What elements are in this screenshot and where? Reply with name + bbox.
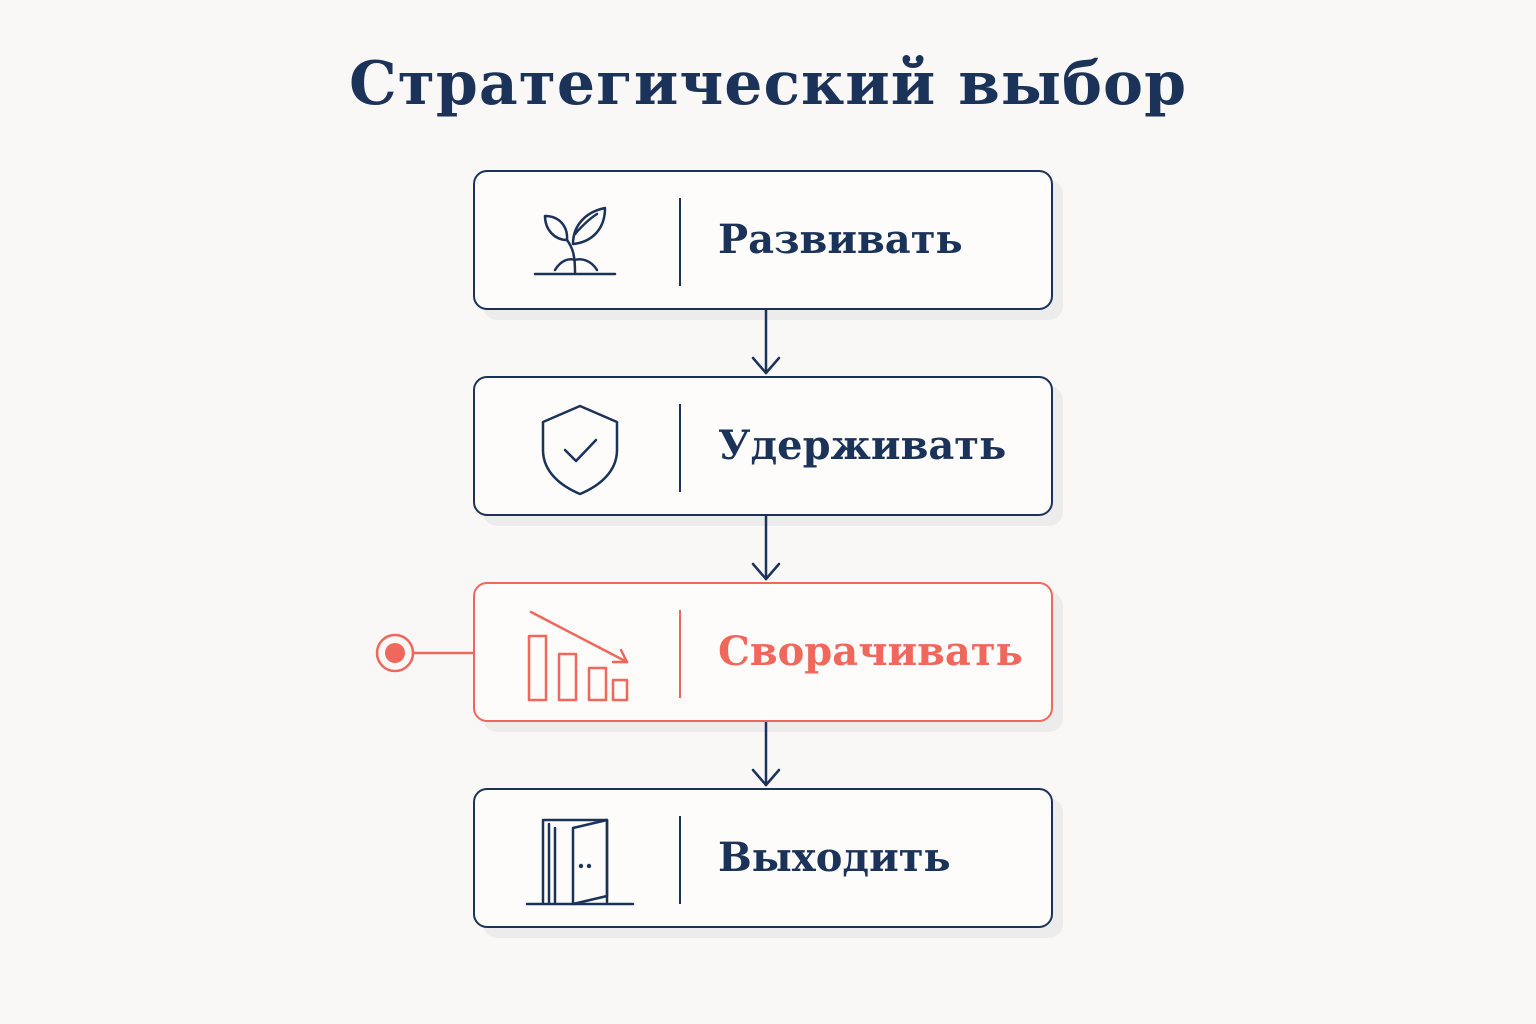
step-card-hold[interactable]: Удерживать	[473, 376, 1053, 516]
down-arrow-connector	[751, 722, 781, 787]
step-card-develop[interactable]: Развивать	[473, 170, 1053, 310]
highlight-marker	[375, 633, 474, 673]
card-divider	[679, 198, 681, 286]
down-arrow-connector	[751, 516, 781, 581]
card-divider	[679, 610, 681, 698]
step-label: Сворачивать	[718, 628, 1023, 675]
declining-bar-chart-icon	[527, 610, 629, 702]
step-card-wind-down[interactable]: Сворачивать	[473, 582, 1053, 722]
page-title: Стратегический выбор	[348, 49, 1188, 119]
down-arrow-connector	[751, 310, 781, 375]
step-label: Выходить	[718, 834, 951, 881]
card-divider	[679, 816, 681, 904]
step-label: Развивать	[718, 216, 963, 263]
shield-check-icon	[541, 404, 619, 496]
sprout-icon	[533, 206, 617, 276]
open-door-icon	[525, 818, 635, 906]
step-card-exit[interactable]: Выходить	[473, 788, 1053, 928]
card-divider	[679, 404, 681, 492]
step-label: Удерживать	[718, 422, 1007, 469]
